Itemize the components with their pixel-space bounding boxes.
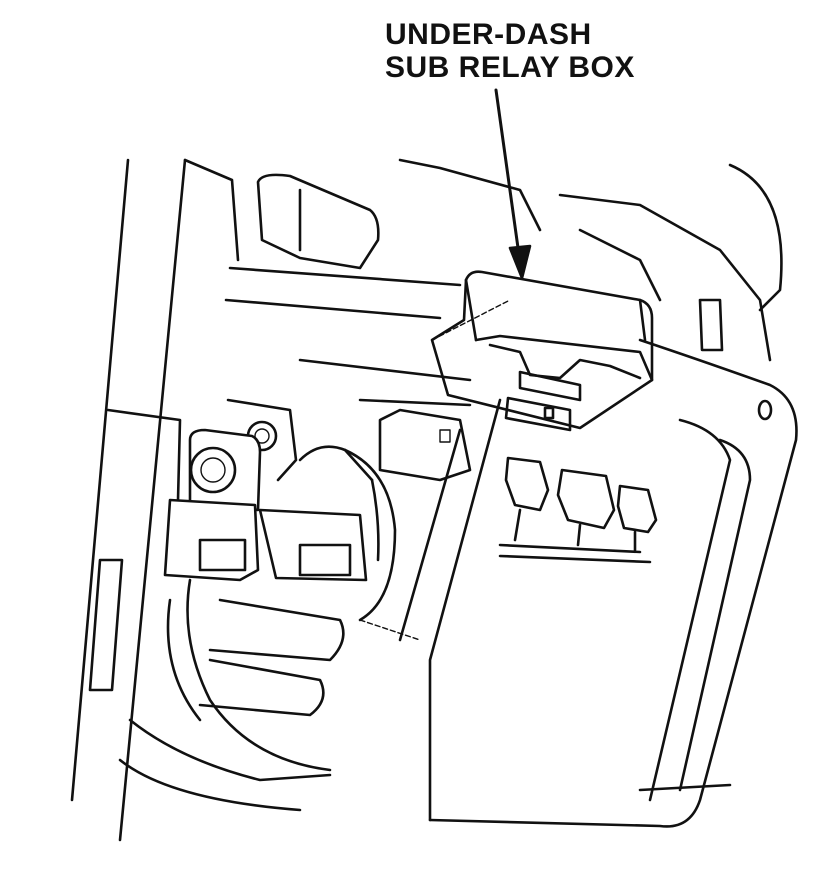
mounting-bracket: [398, 338, 798, 828]
callout-label-line1: UNDER-DASH: [385, 18, 592, 51]
duct-lines: [298, 358, 732, 792]
connectors: [498, 456, 658, 564]
ground-bolt-bracket: [163, 398, 368, 582]
dash-frame-left: [70, 158, 240, 842]
callout-label-line2: SUB RELAY BOX: [385, 51, 635, 84]
dash-upper-structure: [224, 158, 783, 362]
wire-harness: [118, 445, 397, 812]
callout-label: UNDER-DASH SUB RELAY BOX: [385, 18, 635, 84]
callout-arrow: [494, 88, 532, 280]
under-dash-sub-relay-box: [430, 270, 654, 432]
